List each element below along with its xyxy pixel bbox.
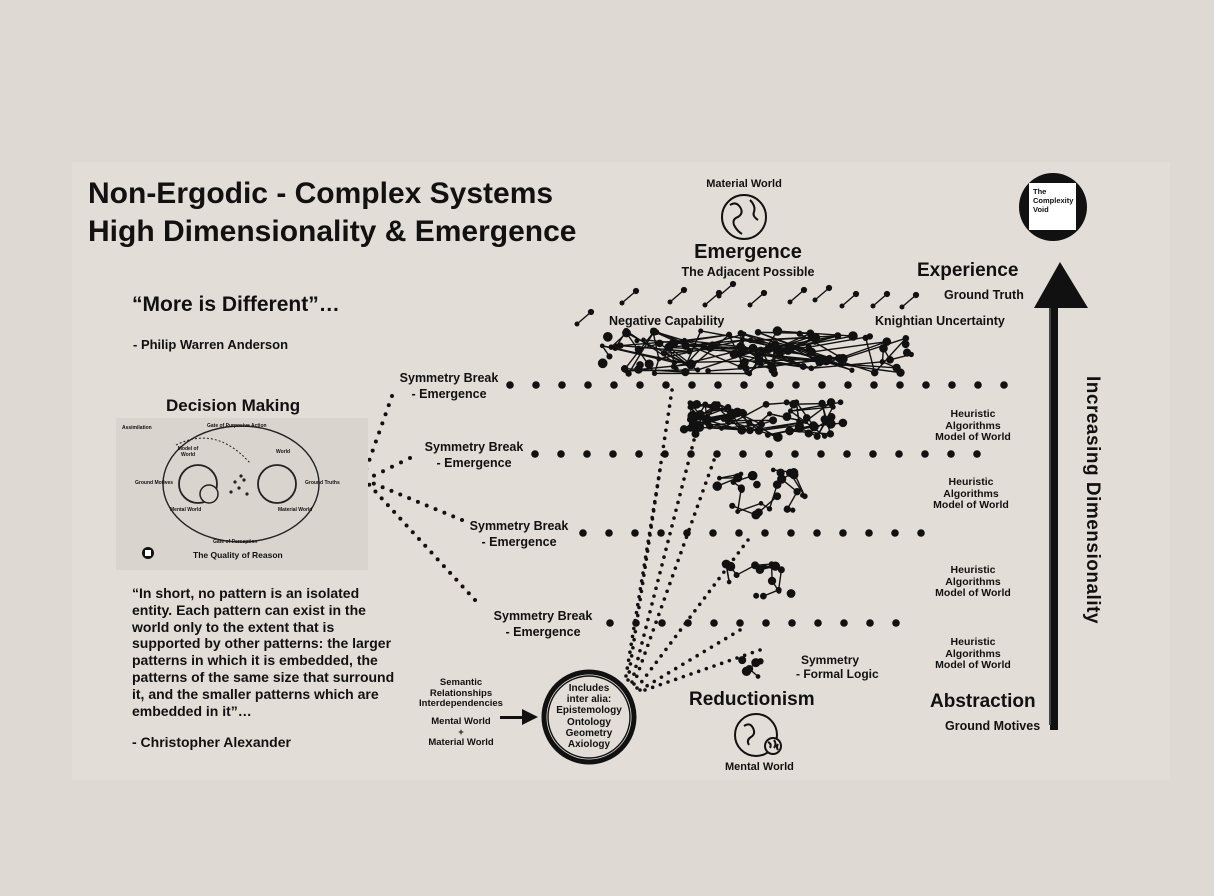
complexity-void-logo [1019, 173, 1087, 241]
dm-world-label: World [276, 449, 291, 455]
reductionism-heading: Reductionism [689, 689, 815, 710]
dm-gate-perception-label: Gate of Perception [213, 539, 258, 545]
knightian-uncertainty-label: Knightian Uncertainty [875, 314, 1005, 328]
symmetry-break-label-1: Symmetry Break- Emergence [399, 371, 499, 401]
dm-ground-truths-label: Ground Truths [305, 480, 340, 486]
symmetry-break-label-4: Symmetry Break- Emergence [493, 609, 593, 639]
dm-ground-motives-label: Ground Motives [135, 480, 174, 486]
more-is-different-quote: “More is Different”… [132, 293, 340, 316]
experience-heading: Experience [917, 260, 1019, 281]
material-world-globe-icon [721, 194, 767, 240]
inter-alia-circle [541, 669, 637, 765]
anderson-attribution: - Philip Warren Anderson [133, 337, 289, 352]
mental-world-label: Mental World [725, 761, 794, 773]
dm-model-of-world-label: Model of World [177, 446, 199, 458]
symmetry-break-label-3: Symmetry Break- Emergence [469, 519, 569, 549]
dimensionality-arrow [1034, 262, 1088, 730]
symmetry-break-label-2: Symmetry Break- Emergence [424, 440, 524, 470]
title-line-1: Non-Ergodic - Complex Systems [88, 177, 554, 210]
dm-assimilation-label: Assimilation [122, 425, 152, 431]
abstraction-heading: Abstraction [930, 691, 1036, 712]
adjacent-possible-label: The Adjacent Possible [681, 265, 815, 279]
ground-motives-label: Ground Motives [945, 719, 1041, 733]
dm-material-world-label: Material World [278, 507, 313, 513]
material-world-label: Material World [706, 178, 782, 190]
arrow-to-circle [500, 709, 538, 725]
mental-world-globe-icon [734, 713, 782, 757]
dm-mental-world-label: Mental World [170, 507, 202, 513]
emergence-heading: Emergence [694, 241, 802, 263]
emergence-networks [574, 280, 920, 679]
alexander-quote: “In short, no pattern is an isolated ent… [132, 585, 395, 719]
symmetry-break-dotted-rows [506, 381, 1008, 627]
decision-making-title: Decision Making [166, 396, 301, 415]
symmetry-formal-logic-label: Symmetry- Formal Logic [796, 653, 879, 681]
quality-of-reason-caption: The Quality of Reason [193, 550, 283, 560]
increasing-dimensionality-label: Increasing Dimensionality [1082, 376, 1103, 624]
mental-material-world-label: Mental World+Material World [428, 716, 494, 748]
alexander-attribution: - Christopher Alexander [132, 734, 291, 750]
negative-capability-label: Negative Capability [609, 314, 725, 328]
dm-gate-action-label: Gate of Purposive Action [207, 423, 267, 429]
title-line-2: High Dimensionality & Emergence [88, 215, 577, 248]
ground-truth-label: Ground Truth [944, 288, 1024, 302]
decision-making-diagram [116, 418, 368, 570]
